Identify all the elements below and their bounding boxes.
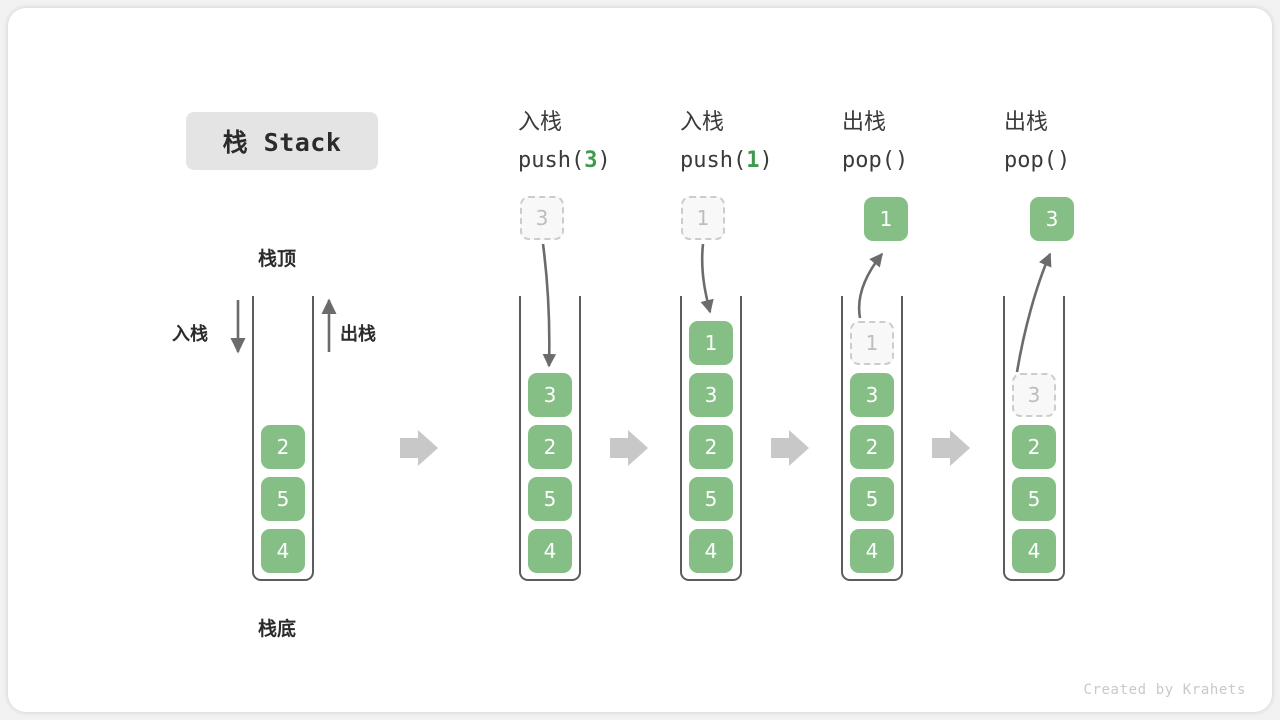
stack-cell: 3 — [850, 373, 894, 417]
popped-value-cell-1: 1 — [864, 197, 908, 241]
stack-cell: 2 — [1012, 425, 1056, 469]
column-header-line1: 入栈 — [680, 110, 725, 135]
stack-cell: 4 — [261, 529, 305, 573]
stack-cell: 5 — [528, 477, 572, 521]
ghost-cell-pop-3: 3 — [1012, 373, 1056, 417]
title-badge: 栈 Stack — [186, 112, 378, 170]
column-header-line1: 入栈 — [518, 110, 563, 135]
column-header-push-1: 入栈 push(1) — [680, 104, 773, 180]
stack-cell: 4 — [528, 529, 572, 573]
column-header-line2: push(1) — [680, 142, 773, 180]
stack-walls — [1003, 296, 1065, 581]
header-suffix: ) — [597, 148, 611, 173]
column-header-push-3: 入栈 push(3) — [518, 104, 611, 180]
stack-cell: 4 — [689, 529, 733, 573]
stack-cell: 5 — [689, 477, 733, 521]
ghost-cell-pop-1: 1 — [850, 321, 894, 365]
column-header-line2: push(3) — [518, 142, 611, 180]
pop-direction-label: 出栈 — [340, 324, 376, 345]
footer-credit: Created by Krahets — [1083, 682, 1246, 698]
stack-cell: 5 — [1012, 477, 1056, 521]
header-prefix: pop( — [842, 148, 895, 173]
stack-cell: 3 — [689, 373, 733, 417]
stack-cell: 4 — [1012, 529, 1056, 573]
push-direction-label: 入栈 — [172, 324, 208, 345]
header-suffix: ) — [759, 148, 773, 173]
column-header-line2: pop() — [1004, 142, 1070, 180]
stack-top-label: 栈顶 — [258, 248, 297, 270]
header-suffix: ) — [894, 148, 909, 173]
stack-cell: 1 — [689, 321, 733, 365]
header-argument: 1 — [746, 148, 760, 173]
ghost-cell-push-1: 1 — [681, 196, 725, 240]
stack-cell: 5 — [261, 477, 305, 521]
stack-walls — [519, 296, 581, 581]
stack-walls — [680, 296, 742, 581]
popped-value-cell-3: 3 — [1030, 197, 1074, 241]
stack-bottom-label: 栈底 — [258, 618, 297, 640]
page-title: 栈 Stack — [222, 128, 342, 157]
stack-cell: 5 — [850, 477, 894, 521]
stack-cell: 3 — [528, 373, 572, 417]
column-header-line2: pop() — [842, 142, 908, 180]
stack-cell: 2 — [261, 425, 305, 469]
ghost-cell-push-3: 3 — [520, 196, 564, 240]
column-header-pop-1: 出栈 pop() — [842, 104, 908, 180]
header-argument: 3 — [584, 148, 598, 173]
stack-cell: 2 — [850, 425, 894, 469]
stack-cell: 4 — [850, 529, 894, 573]
stack-walls — [841, 296, 903, 581]
header-suffix: ) — [1056, 148, 1071, 173]
header-prefix: push( — [518, 148, 585, 173]
stack-walls — [252, 296, 314, 581]
column-header-pop-3: 出栈 pop() — [1004, 104, 1070, 180]
stack-cell: 2 — [689, 425, 733, 469]
column-header-line1: 出栈 — [1004, 110, 1049, 135]
header-prefix: pop( — [1004, 148, 1057, 173]
column-header-line1: 出栈 — [842, 110, 887, 135]
stack-cell: 2 — [528, 425, 572, 469]
header-prefix: push( — [680, 148, 747, 173]
